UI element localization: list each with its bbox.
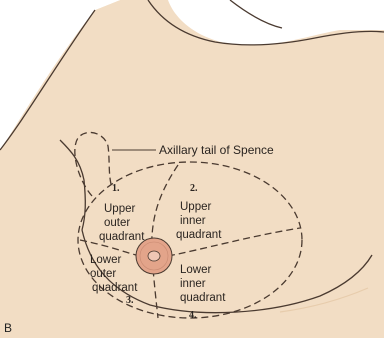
quadrant-number-4: 4.: [189, 310, 197, 321]
quadrant-number-2: 2.: [190, 183, 198, 194]
lower-outer-line2: outer: [90, 268, 116, 280]
quadrant-number-3: 3.: [126, 295, 134, 306]
lower-outer-line3: quadrant: [92, 282, 138, 294]
upper-outer-line1: Upper: [104, 203, 135, 215]
lower-inner-line3: quadrant: [180, 292, 226, 304]
upper-inner-line1: Upper: [180, 201, 211, 213]
upper-inner-line3: quadrant: [176, 229, 222, 241]
lower-outer-line1: Lower: [90, 254, 121, 266]
upper-outer-line2: outer: [104, 217, 130, 229]
upper-outer-line3: quadrant: [99, 231, 145, 243]
quadrant-number-1: 1.: [112, 183, 120, 194]
callout-label: Axillary tail of Spence: [159, 143, 274, 157]
upper-inner-line2: inner: [180, 215, 206, 227]
panel-letter: B: [4, 321, 12, 335]
lower-inner-line1: Lower: [180, 264, 211, 276]
nipple: [148, 251, 160, 261]
lower-inner-line2: inner: [180, 278, 206, 290]
